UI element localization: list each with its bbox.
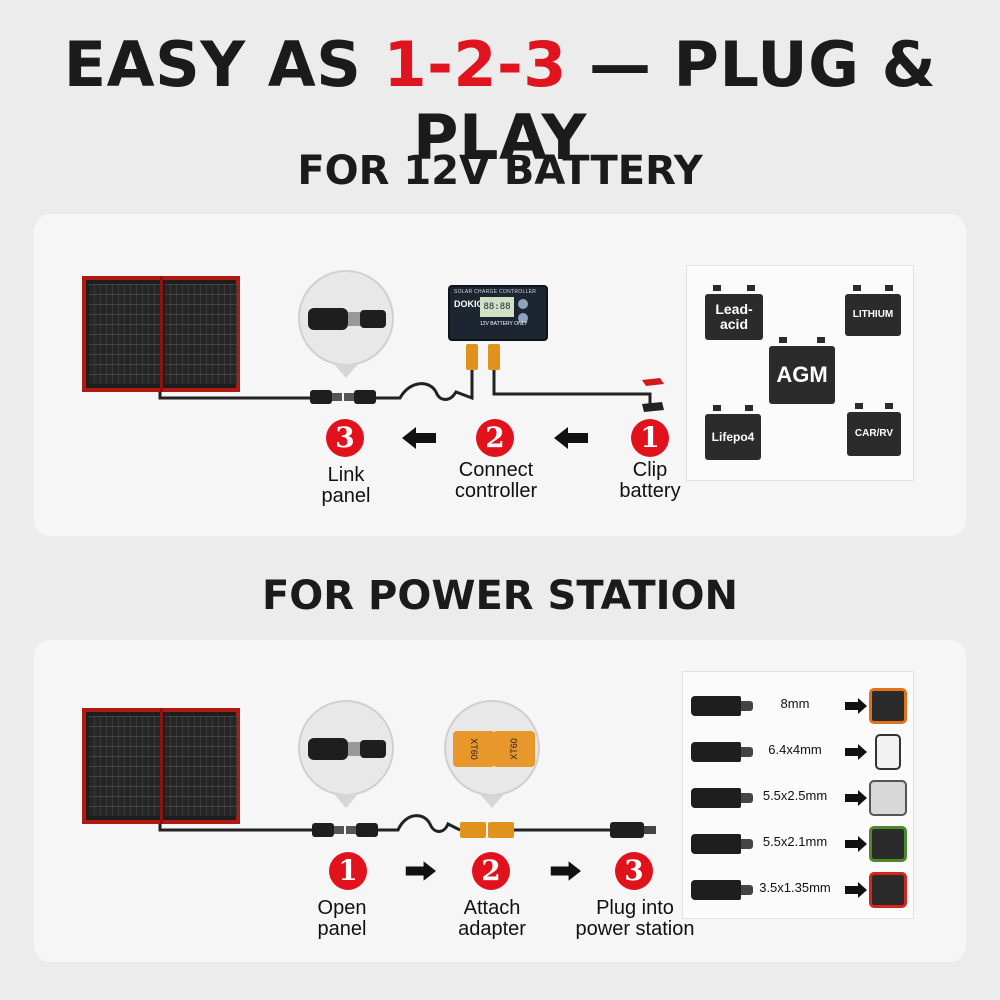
station-step-1-label: Open panel xyxy=(317,897,367,940)
power-station-red-icon xyxy=(869,872,907,908)
battery-step-2-circle: 2 xyxy=(476,419,514,457)
title-prefix: EASY AS xyxy=(63,28,384,101)
battery-section-title: FOR 12V BATTERY xyxy=(297,148,703,194)
power-station-orange-icon xyxy=(869,688,907,724)
station-step-3-label: Plug into power station xyxy=(575,897,695,940)
dc-plug-icon xyxy=(691,880,741,900)
battery-agm-icon: AGM xyxy=(769,337,835,404)
connector-row: 6.4x4mm xyxy=(683,730,915,774)
connector-size: 5.5x2.1mm xyxy=(762,834,828,849)
title-highlight: 1-2-3 xyxy=(383,28,567,101)
arrow-right-icon xyxy=(845,836,867,852)
battery-step-3-circle: 3 xyxy=(326,419,364,457)
connector-size: 3.5x1.35mm xyxy=(759,880,831,895)
battery-car-rv-icon: CAR/RV xyxy=(847,403,901,456)
page-title: EASY AS 1-2-3 — PLUG & PLAY xyxy=(0,28,1000,174)
xt60-adapter-bubble: XT60 XT60 xyxy=(444,700,540,796)
connector-size: 6.4x4mm xyxy=(768,742,822,757)
sae-connector-bubble xyxy=(298,270,394,366)
arrow-right-icon xyxy=(845,882,867,898)
controller-display: 88:88 xyxy=(480,297,514,317)
arrow-right-icon xyxy=(845,790,867,806)
battery-step-3-label: Link panel xyxy=(321,464,371,507)
title-suffix: — PLUG & PLAY xyxy=(413,28,937,174)
xt60-right-label: XT60 xyxy=(493,731,535,767)
solar-panel-icon xyxy=(82,276,240,392)
controller-button-icon xyxy=(518,313,528,323)
dc-plug-icon xyxy=(691,834,741,854)
connector-row: 5.5x2.5mm xyxy=(683,776,915,820)
sae-connector-bubble xyxy=(298,700,394,796)
arrow-right-icon xyxy=(845,698,867,714)
solar-panel-icon xyxy=(82,708,240,824)
connector-size: 5.5x2.5mm xyxy=(762,788,828,803)
arrow-right-icon xyxy=(845,744,867,760)
battery-step-1-circle: 1 xyxy=(631,419,669,457)
battery-lithium-icon: LITHIUM xyxy=(845,285,901,336)
connector-row: 5.5x2.1mm xyxy=(683,822,915,866)
charge-controller-icon: SOLAR CHARGE CONTROLLER DOKIO 88:88 12V … xyxy=(448,285,548,341)
station-step-2-circle: 2 xyxy=(472,852,510,890)
battery-lifepo4-icon: Lifepo4 xyxy=(705,405,761,460)
battery-step-1-label: Clip battery xyxy=(619,459,681,502)
controller-badge: 12V BATTERY ONLY xyxy=(480,321,528,327)
dc-plug-icon xyxy=(691,742,741,762)
dc-plug-icon xyxy=(691,696,741,716)
station-step-3-circle: 3 xyxy=(615,852,653,890)
connector-row: 8mm xyxy=(683,684,915,728)
power-station-silver-icon xyxy=(869,780,907,816)
station-step-2-label: Attach adapter xyxy=(458,897,526,940)
power-station-green-icon xyxy=(869,826,907,862)
battery-types-box: Lead- acid LITHIUM AGM Lifepo4 CAR/RV xyxy=(686,265,914,481)
connector-row: 3.5x1.35mm xyxy=(683,868,915,912)
arrow-right-icon xyxy=(550,861,581,881)
station-step-1-circle: 1 xyxy=(329,852,367,890)
battery-step-2-label: Connect controller xyxy=(454,459,538,502)
dc-plug-icon xyxy=(691,788,741,808)
connector-size: 8mm xyxy=(780,696,810,711)
battery-lead-acid-icon: Lead- acid xyxy=(705,285,763,340)
controller-top-text: SOLAR CHARGE CONTROLLER xyxy=(454,289,537,295)
dc-connectors-box: 8mm 6.4x4mm 5.5x2.5mm 5.5x2.1mm 3.5x1.35… xyxy=(682,671,914,919)
sae-connector-icon xyxy=(308,308,386,330)
xt60-left-label: XT60 xyxy=(453,731,495,767)
station-section-title: FOR POWER STATION xyxy=(261,573,739,619)
controller-button-icon xyxy=(518,299,528,309)
power-station-white-icon xyxy=(875,734,901,770)
controller-brand: DOKIO xyxy=(454,299,484,309)
sae-connector-icon xyxy=(308,738,386,760)
arrow-left-icon xyxy=(554,427,588,449)
arrow-left-icon xyxy=(402,427,436,449)
arrow-right-icon xyxy=(405,861,436,881)
